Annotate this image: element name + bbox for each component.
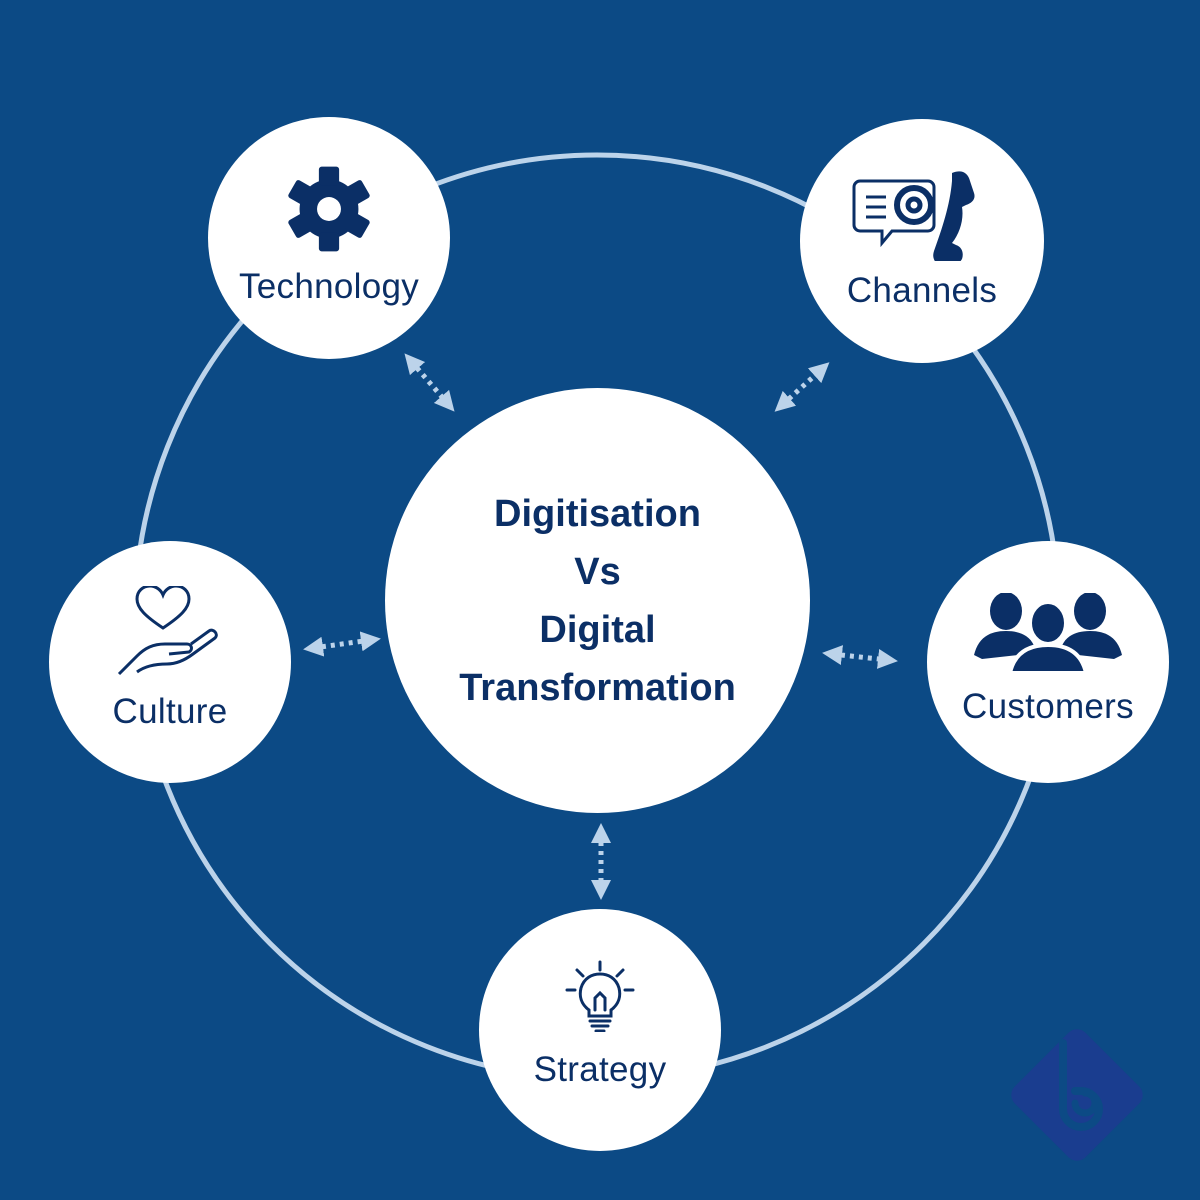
- node-customers: Customers: [927, 541, 1169, 783]
- node-strategy: Strategy: [479, 909, 721, 1151]
- people-group-icon: [974, 593, 1122, 673]
- lightbulb-icon: [565, 960, 635, 1032]
- arrow-customers: [822, 645, 898, 669]
- node-label: Technology: [238, 267, 420, 306]
- arrow-channels: [774, 362, 830, 412]
- center-title-line: Digitisation: [494, 492, 701, 535]
- arrow-culture: [303, 631, 381, 657]
- node-technology: Technology: [208, 117, 450, 359]
- center-title: Digitisation Vs Digital Transformation: [459, 485, 736, 717]
- arrow-technology: [404, 353, 455, 412]
- center-title-line: Digital: [539, 608, 656, 651]
- node-channels: Channels: [800, 119, 1044, 363]
- gear-icon: [288, 166, 370, 252]
- center-title-line: Vs: [574, 550, 621, 593]
- node-label: Strategy: [533, 1050, 667, 1089]
- center-node: Digitisation Vs Digital Transformation: [385, 388, 810, 813]
- node-label: Culture: [112, 692, 228, 731]
- heart-hand-icon: [117, 586, 218, 676]
- email-phone-icon: [852, 171, 975, 261]
- node-culture: Culture: [49, 541, 291, 783]
- node-label: Customers: [962, 687, 1134, 726]
- node-label: Channels: [846, 271, 998, 310]
- center-title-line: Transformation: [459, 666, 736, 709]
- brand-logo: [1011, 1029, 1143, 1161]
